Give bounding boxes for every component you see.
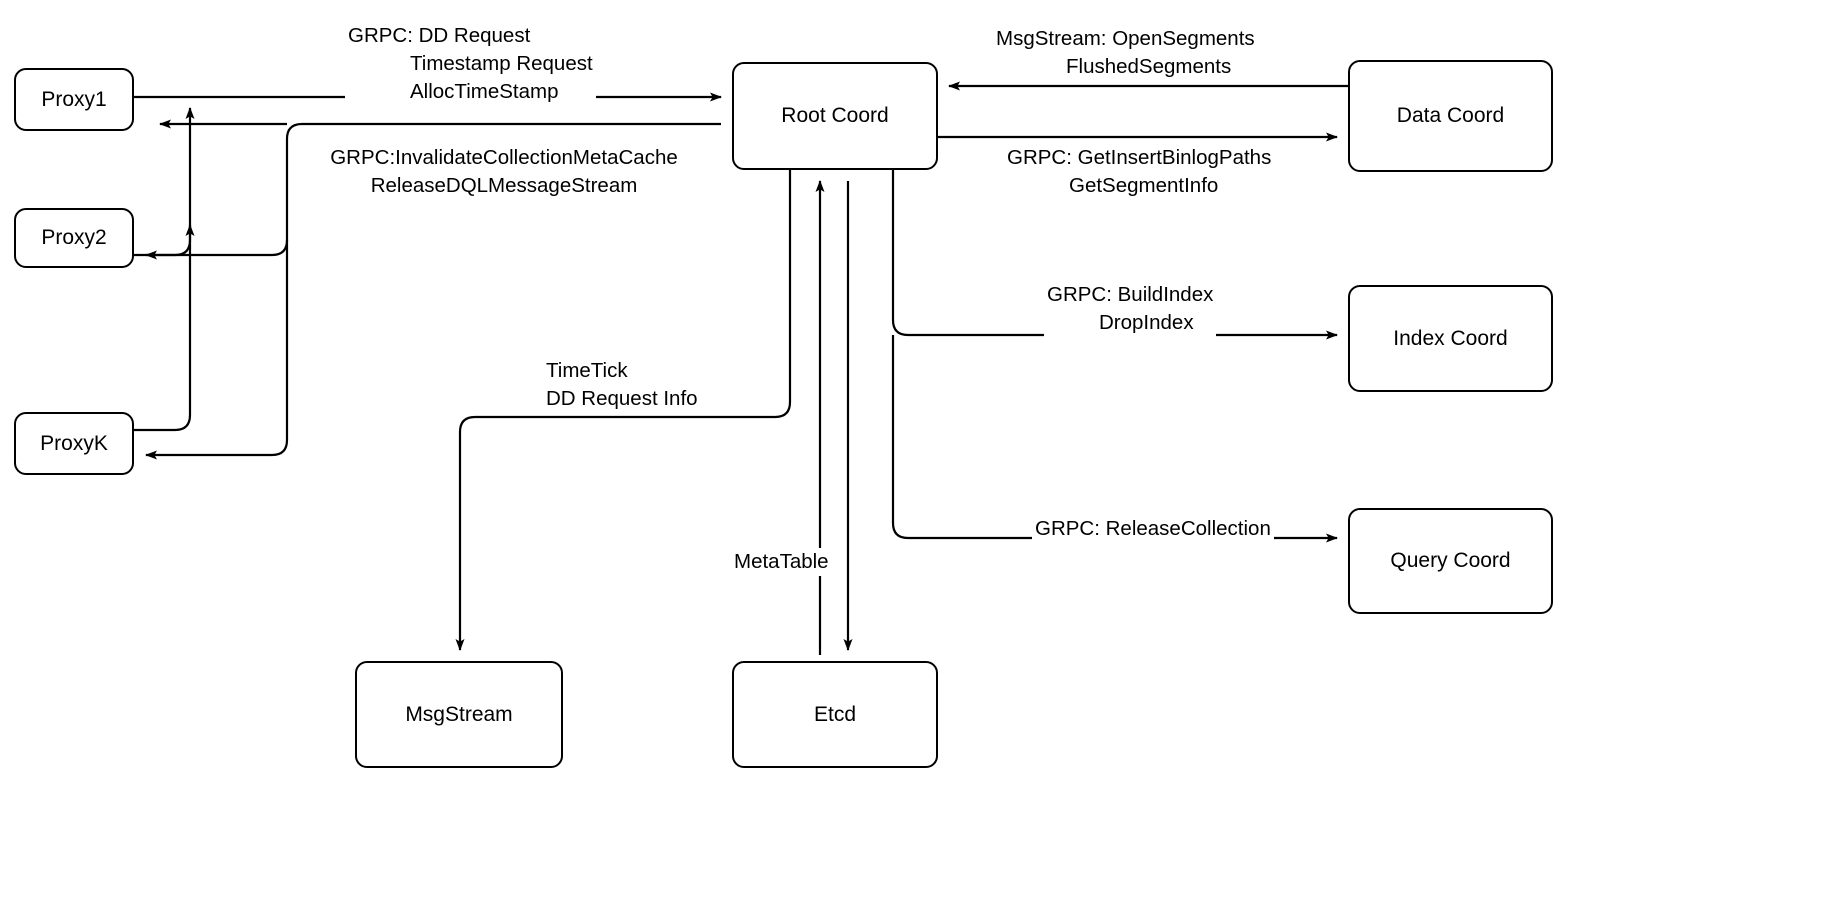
- node-label-proxy1: Proxy1: [41, 87, 107, 111]
- node-msgstream[interactable]: MsgStream: [355, 661, 563, 768]
- node-label-index-coord: Index Coord: [1393, 326, 1508, 350]
- edge-root-to-index: [891, 170, 1338, 340]
- edge-label-proxy-to-root: GRPC: DD Request Timestamp Request Alloc…: [345, 22, 596, 106]
- node-label-query-coord: Query Coord: [1390, 549, 1511, 573]
- node-root-coord[interactable]: Root Coord: [732, 62, 938, 170]
- edge-label-line: FlushedSegments: [1066, 55, 1232, 78]
- edge-label-line: AllocTimeStamp: [410, 80, 559, 103]
- edge-root-to-query: [891, 335, 1338, 543]
- edge-root-to-proxy1: [145, 122, 721, 460]
- edge-label-line: MetaTable: [734, 550, 829, 573]
- edge-root-to-proxy2-branch: [145, 239, 289, 260]
- edge-label-line: DD Request Info: [546, 387, 698, 410]
- edge-label-line: GRPC:InvalidateCollectionMetaCache: [330, 146, 678, 169]
- edge-label-line: DropIndex: [1099, 311, 1194, 334]
- edge-label-line: Timestamp Request: [410, 52, 593, 75]
- edge-label-line: MsgStream: OpenSegments: [996, 27, 1255, 50]
- node-label-proxy2: Proxy2: [41, 226, 107, 250]
- edge-label-line: GetSegmentInfo: [1069, 174, 1219, 197]
- edge-label-line: GRPC: GetInsertBinlogPaths: [1007, 146, 1272, 169]
- edge-label-root-to-index: GRPC: BuildIndex DropIndex: [1044, 281, 1217, 337]
- edge-label-data-to-root: MsgStream: OpenSegments FlushedSegments: [993, 25, 1258, 81]
- edge-label-root-to-proxy: GRPC:InvalidateCollectionMetaCache Relea…: [325, 144, 683, 200]
- node-label-msgstream: MsgStream: [405, 702, 513, 726]
- edge-label-root-to-msgstream: TimeTick DD Request Info: [543, 357, 701, 413]
- node-data-coord[interactable]: Data Coord: [1348, 60, 1553, 172]
- edge-label-root-to-query: GRPC: ReleaseCollection: [1032, 515, 1274, 543]
- edge-label-line: TimeTick: [546, 359, 628, 382]
- node-label-root-coord: Root Coord: [781, 104, 889, 128]
- edge-root-to-msgstream: [455, 170, 792, 651]
- node-proxyk[interactable]: ProxyK: [14, 412, 134, 475]
- edge-label-root-to-data: GRPC: GetInsertBinlogPaths GetSegmentInf…: [1004, 144, 1275, 200]
- node-proxy1[interactable]: Proxy1: [14, 68, 134, 131]
- node-label-proxyk: ProxyK: [40, 431, 108, 455]
- edge-label-line: ReleaseDQLMessageStream: [370, 174, 638, 197]
- node-query-coord[interactable]: Query Coord: [1348, 508, 1553, 614]
- node-proxy2[interactable]: Proxy2: [14, 208, 134, 268]
- edge-proxyk-to-root: [134, 224, 195, 432]
- edge-label-root-to-etcd: MetaTable: [731, 548, 832, 576]
- node-etcd[interactable]: Etcd: [732, 661, 938, 768]
- edge-label-line: GRPC: DD Request: [348, 24, 531, 47]
- edge-label-line: GRPC: ReleaseCollection: [1035, 517, 1271, 540]
- node-label-etcd: Etcd: [813, 702, 857, 726]
- edge-proxy2-to-root: [134, 107, 195, 257]
- node-index-coord[interactable]: Index Coord: [1348, 285, 1553, 392]
- edge-label-line: GRPC: BuildIndex: [1047, 283, 1214, 306]
- node-label-data-coord: Data Coord: [1396, 104, 1505, 128]
